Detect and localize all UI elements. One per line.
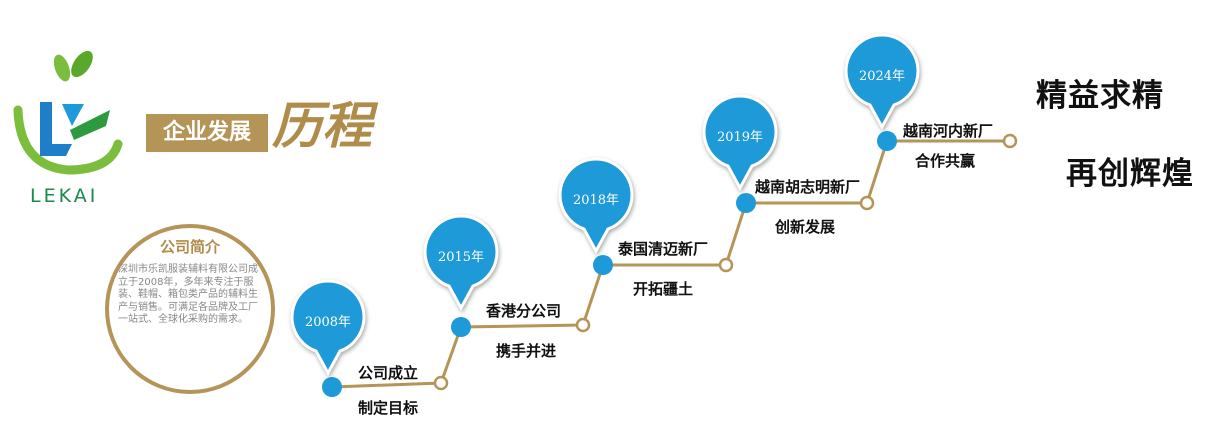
slogan-2: 再创辉煌	[1066, 156, 1194, 192]
year-label: 2015年	[438, 250, 484, 265]
milestone-dot	[322, 377, 342, 397]
lekai-logo	[13, 50, 123, 175]
year-label: 2019年	[717, 130, 763, 145]
milestone-end-dot	[859, 195, 875, 211]
year-label: 2008年	[305, 315, 351, 330]
logo-text: LEKAI	[30, 185, 99, 207]
year-label: 2018年	[573, 193, 619, 208]
intro-circle	[105, 224, 275, 394]
milestone-end-dot	[433, 375, 449, 391]
leaf-icon	[53, 50, 93, 82]
slogan-1: 精益求精	[1036, 78, 1164, 114]
milestone-dot	[736, 193, 756, 213]
milestone-sub-2008: 制定目标	[358, 399, 419, 417]
milestone-title-2019: 越南胡志明新厂	[755, 178, 861, 196]
year-pin	[844, 33, 920, 131]
milestone-end-dot	[1002, 133, 1018, 149]
milestone-end-dot	[575, 317, 591, 333]
milestone-dot	[877, 131, 897, 151]
milestone-2008: 2008年	[290, 279, 449, 397]
milestone-sub-2024: 合作共赢	[915, 152, 976, 170]
year-pin	[702, 94, 778, 192]
milestone-title-2024: 越南河内新厂	[903, 122, 994, 140]
milestone-dot	[451, 317, 471, 337]
year-pin	[290, 279, 366, 377]
milestone-2018: 2018年	[558, 157, 734, 275]
intro-title: 公司简介	[159, 238, 220, 256]
milestone-title-2018: 泰国清迈新厂	[618, 240, 709, 258]
milestone-2024: 2024年	[844, 33, 1018, 151]
title-box: 企业发展	[146, 114, 268, 152]
milestone-2019: 2019年	[702, 94, 875, 213]
title-script: 历程	[272, 96, 372, 155]
year-pin	[423, 214, 499, 312]
milestone-dot	[593, 255, 613, 275]
year-pin	[558, 157, 634, 255]
milestone-sub-2019: 创新发展	[775, 218, 836, 236]
year-label: 2024年	[859, 69, 905, 84]
milestone-title-2015: 香港分公司	[486, 302, 562, 320]
milestone-end-dot	[718, 257, 734, 273]
milestone-sub-2015: 携手并进	[496, 342, 557, 360]
milestone-title-2008: 公司成立	[358, 364, 419, 382]
milestone-sub-2018: 开拓疆土	[633, 280, 694, 298]
intro-body: 深圳市乐凯服装辅料有限公司成立于2008年，多年来专注于服装、鞋帽、箱包类产品的…	[118, 264, 258, 325]
milestone-2015: 2015年	[423, 214, 591, 337]
